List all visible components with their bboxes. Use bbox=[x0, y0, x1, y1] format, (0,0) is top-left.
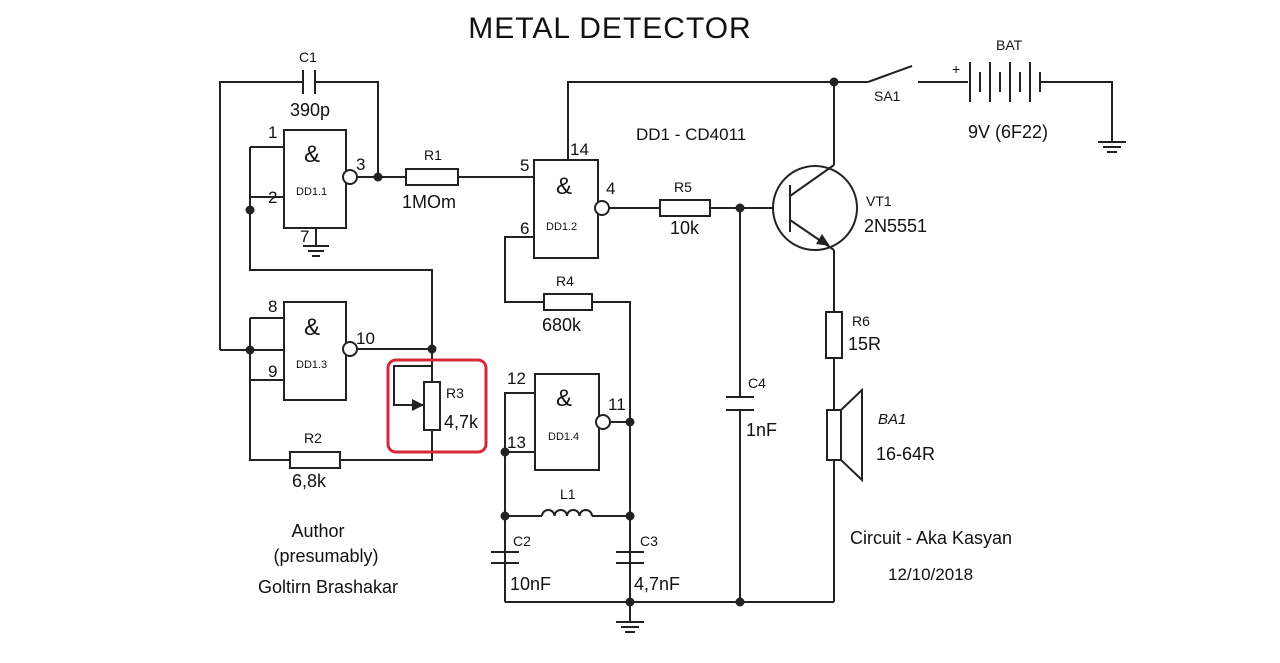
potentiometer-r3: R3 4,7k bbox=[412, 381, 479, 432]
pin-label: 6 bbox=[520, 219, 529, 238]
ground-symbol-bottom bbox=[616, 621, 644, 633]
gate-dd1-3: & DD1.3 8 9 10 bbox=[268, 297, 375, 401]
highlight-box-r3 bbox=[386, 358, 488, 454]
resistor-r5: R5 10k bbox=[659, 179, 711, 238]
component-value: 16-64R bbox=[876, 444, 935, 464]
resistor-r6: R6 15R bbox=[825, 311, 881, 359]
author-line-1: Author bbox=[291, 521, 344, 541]
component-ref: C1 bbox=[299, 49, 317, 65]
capacitor-c4: C4 1nF bbox=[726, 375, 777, 440]
pin-label: 7 bbox=[300, 227, 309, 246]
diagram-title: METAL DETECTOR bbox=[468, 12, 751, 45]
speaker-ba1: BA1 16-64R bbox=[826, 387, 935, 483]
component-value: 1MOm bbox=[402, 192, 456, 212]
pin-label: 9 bbox=[268, 362, 277, 381]
gate-name: DD1.1 bbox=[296, 186, 327, 198]
pin-label: 11 bbox=[608, 395, 626, 414]
circuit-credit-text: Circuit - Aka Kasyan bbox=[850, 528, 1012, 548]
circuit-credit: Circuit - Aka Kasyan 12/10/2018 bbox=[850, 528, 1012, 584]
component-value: 390p bbox=[290, 100, 330, 120]
author-line-3: Goltirn Brashakar bbox=[258, 577, 398, 597]
component-ref: BA1 bbox=[878, 411, 906, 428]
pin-label: 10 bbox=[356, 329, 375, 348]
gate-symbol: & bbox=[304, 141, 320, 168]
inductor-l1: L1 bbox=[541, 486, 593, 517]
component-value: 6,8k bbox=[292, 471, 327, 491]
circuit-date: 12/10/2018 bbox=[888, 565, 973, 584]
pin-label: 14 bbox=[570, 140, 589, 159]
component-ref: C3 bbox=[640, 533, 658, 549]
resistor-r1: R1 1MOm bbox=[402, 147, 459, 212]
wiring bbox=[219, 65, 1113, 622]
ground-symbol-dd1-1 bbox=[303, 245, 329, 257]
component-ref: R6 bbox=[852, 313, 870, 329]
component-ref: R1 bbox=[424, 147, 442, 163]
gate-name: DD1.4 bbox=[548, 431, 579, 443]
component-ref: C2 bbox=[513, 533, 531, 549]
component-ref: BAT bbox=[996, 37, 1023, 53]
resistor-r2: R2 6,8k bbox=[289, 430, 341, 491]
component-ref: R4 bbox=[556, 273, 574, 289]
pin-label: 8 bbox=[268, 297, 277, 316]
component-value: 15R bbox=[848, 334, 881, 354]
gate-symbol: & bbox=[556, 385, 572, 412]
pin-label: 1 bbox=[268, 123, 277, 142]
component-value: 4,7nF bbox=[634, 574, 680, 594]
component-ref: L1 bbox=[560, 486, 576, 502]
chip-note: DD1 - CD4011 bbox=[636, 125, 746, 144]
component-value: 10nF bbox=[510, 574, 551, 594]
gate-dd1-4: & DD1.4 12 13 11 bbox=[507, 369, 626, 471]
gate-dd1-1: & DD1.1 1 2 3 7 bbox=[268, 123, 365, 246]
pin-label: 12 bbox=[507, 369, 526, 388]
gate-symbol: & bbox=[556, 173, 572, 200]
junction-dots bbox=[245, 77, 839, 607]
gate-name: DD1.3 bbox=[296, 359, 327, 371]
pin-label: 4 bbox=[606, 179, 615, 198]
pin-label: 3 bbox=[356, 155, 365, 174]
pin-label: 13 bbox=[507, 433, 526, 452]
component-value: 9V (6F22) bbox=[968, 122, 1048, 142]
component-value: 1nF bbox=[746, 420, 777, 440]
component-ref: R5 bbox=[674, 179, 692, 195]
battery-bat: + BAT 9V (6F22) bbox=[952, 37, 1050, 142]
pin-label: 2 bbox=[268, 188, 277, 207]
switch-sa1-label: SA1 bbox=[874, 88, 901, 104]
component-value: 4,7k bbox=[444, 412, 479, 432]
gate-name: DD1.2 bbox=[546, 221, 577, 233]
component-value: 2N5551 bbox=[864, 216, 927, 236]
gate-dd1-2: & DD1.2 5 6 4 14 bbox=[520, 140, 615, 259]
author-line-2: (presumably) bbox=[273, 546, 378, 566]
capacitor-c2: C2 10nF bbox=[491, 516, 551, 594]
author-credit: Author (presumably) Goltirn Brashakar bbox=[258, 521, 398, 597]
component-value: 10k bbox=[670, 218, 700, 238]
transistor-vt1: VT1 2N5551 bbox=[772, 164, 927, 251]
capacitor-c1: C1 390p bbox=[290, 49, 330, 120]
component-value: 680k bbox=[542, 315, 582, 335]
component-ref: VT1 bbox=[866, 193, 892, 209]
resistor-r4: R4 680k bbox=[542, 273, 593, 335]
ground-symbol-battery bbox=[1098, 141, 1126, 153]
gate-symbol: & bbox=[304, 314, 320, 341]
capacitor-c3: C3 4,7nF bbox=[616, 533, 680, 594]
component-ref: R3 bbox=[446, 385, 464, 401]
pin-label: 5 bbox=[520, 156, 529, 175]
component-ref: R2 bbox=[304, 430, 322, 446]
component-ref: C4 bbox=[748, 375, 766, 391]
battery-plus: + bbox=[952, 61, 960, 77]
